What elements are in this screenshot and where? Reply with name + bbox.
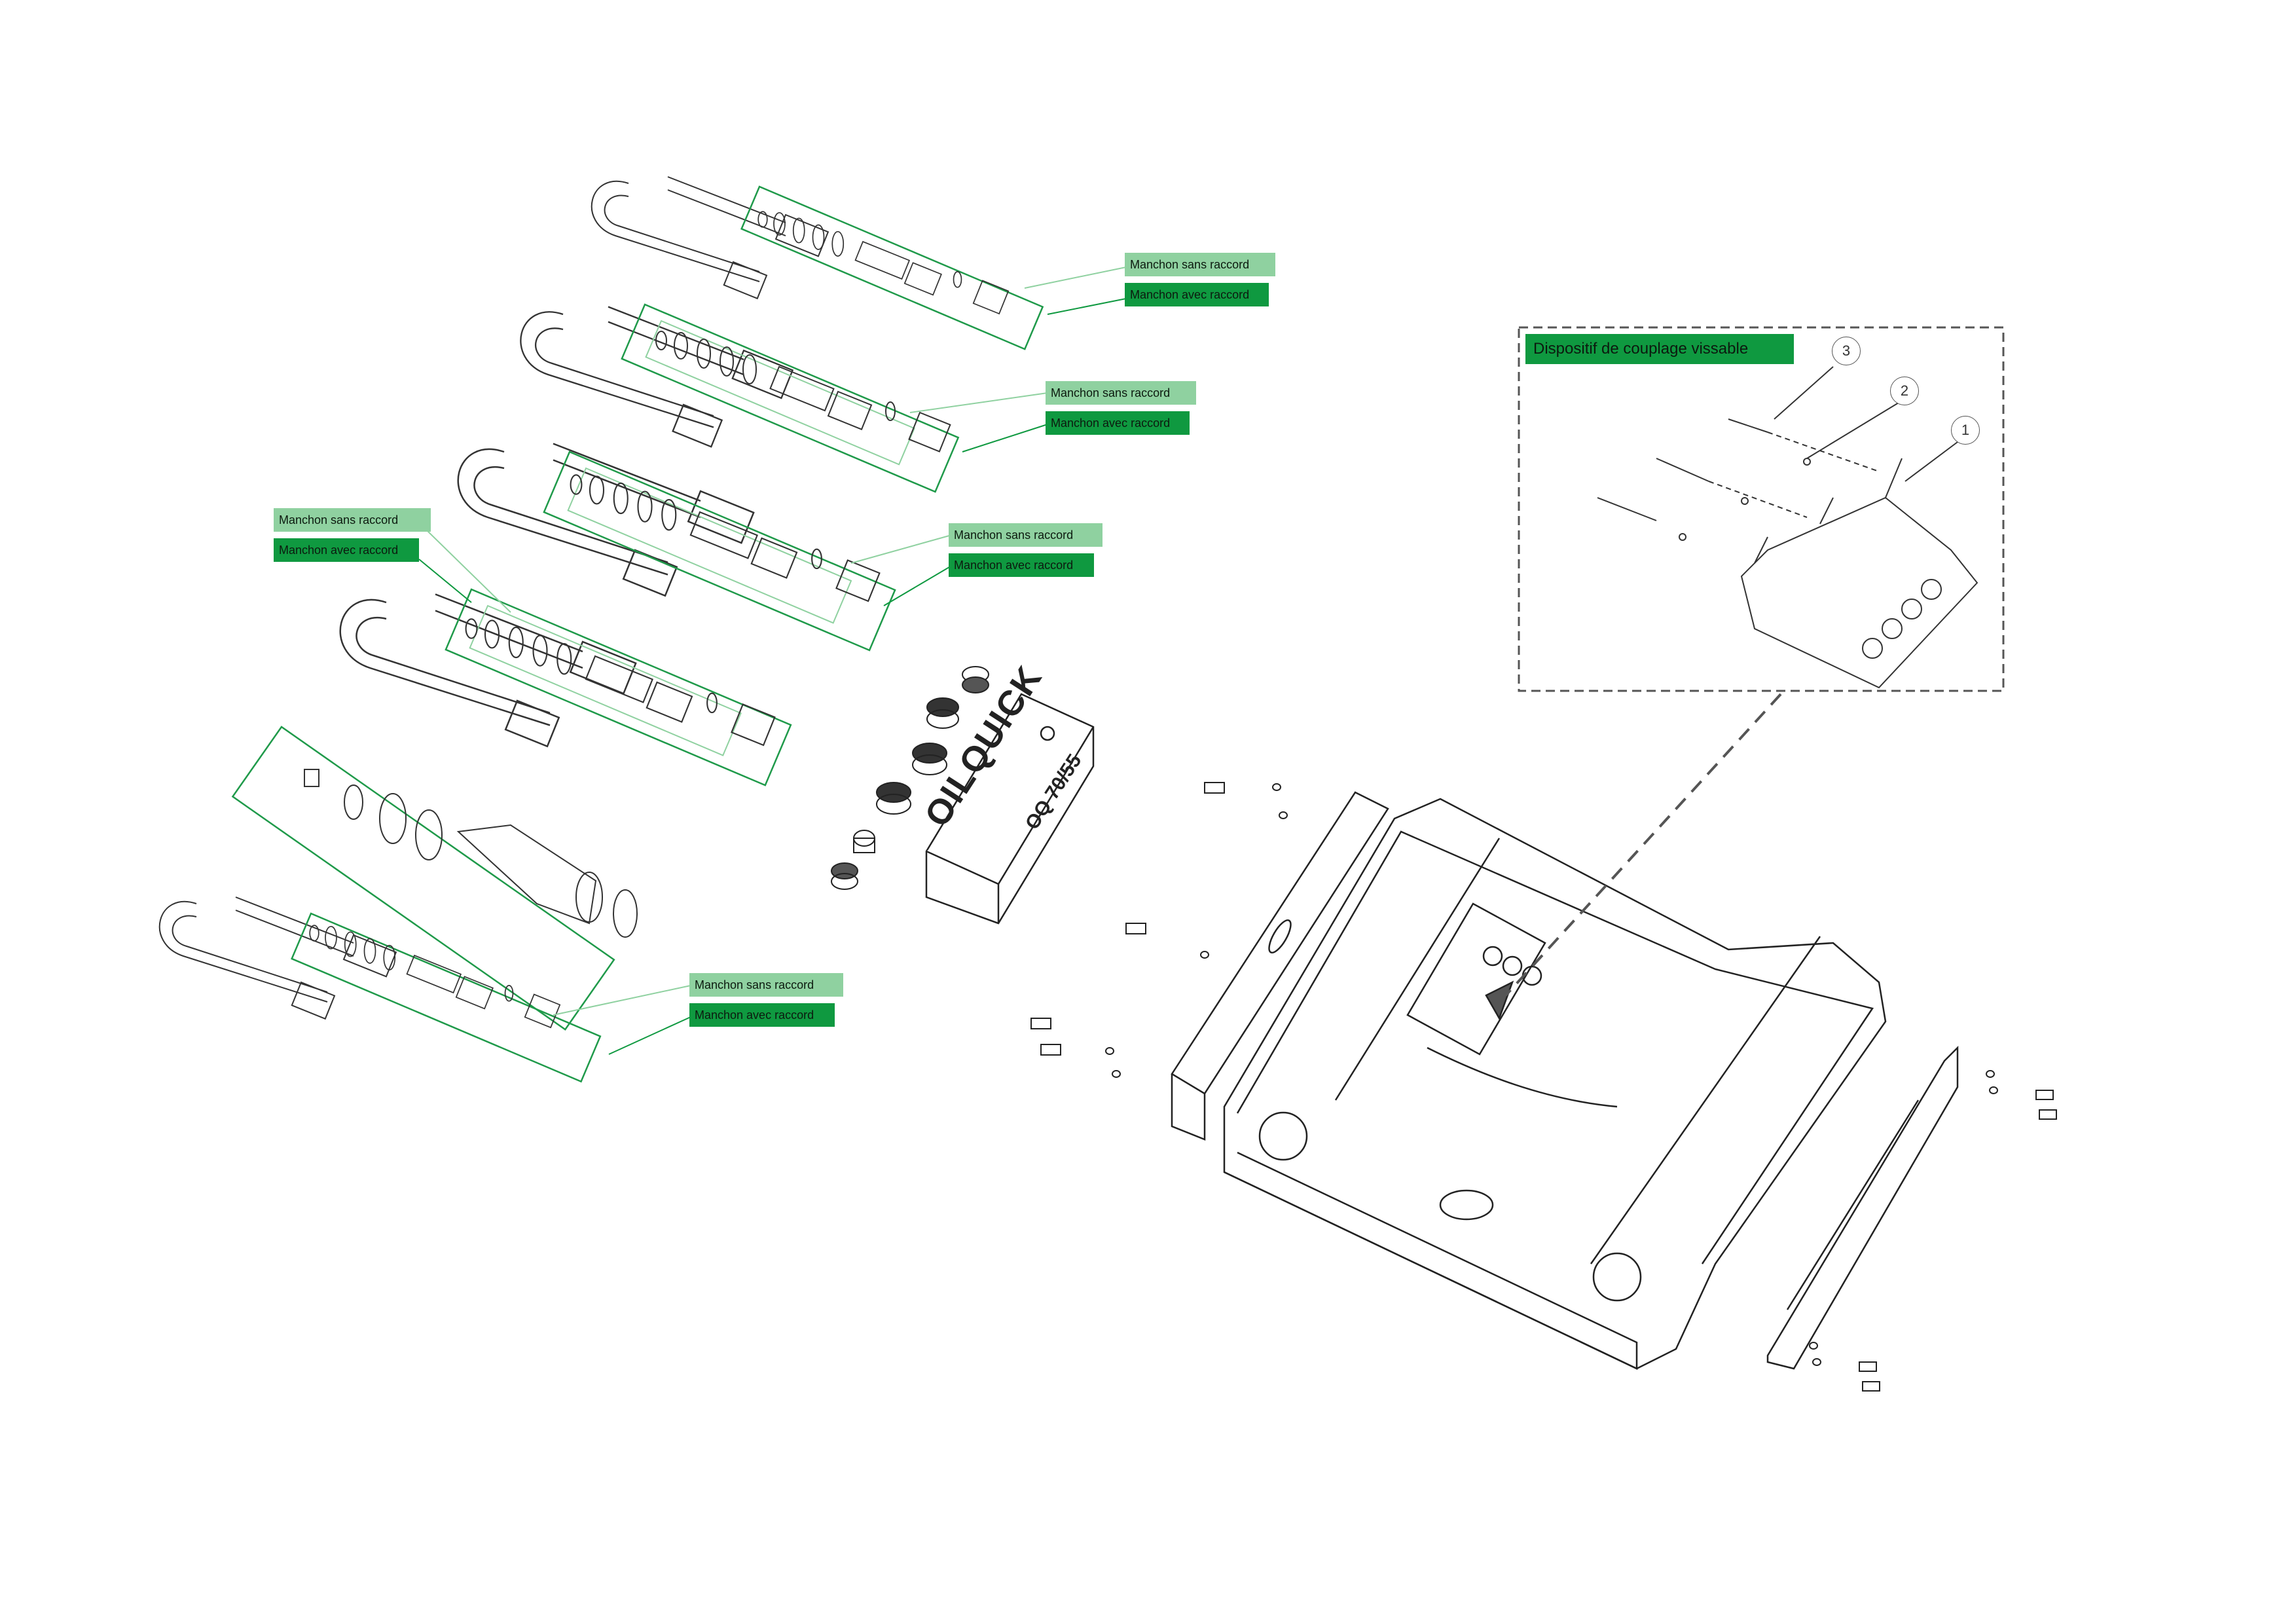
label-sleeve-with-fitting-3[interactable]: Manchon avec raccord <box>949 553 1094 577</box>
hose-assembly-2 <box>520 303 1048 493</box>
loose-screws <box>1030 782 2057 1392</box>
callout-2: 2 <box>1890 377 1919 405</box>
seal-kit <box>231 726 638 1031</box>
coupling-nipples <box>831 666 989 890</box>
label-sleeve-without-fitting-3[interactable]: Manchon sans raccord <box>949 523 1102 547</box>
label-sleeve-without-fitting-5[interactable]: Manchon sans raccord <box>689 973 843 997</box>
callout-1: 1 <box>1951 416 1980 445</box>
coupler-block <box>925 693 1095 925</box>
label-sleeve-with-fitting-2[interactable]: Manchon avec raccord <box>1046 411 1190 435</box>
label-sleeve-with-fitting-1[interactable]: Manchon avec raccord <box>1125 283 1269 306</box>
detail-view-title: Dispositif de couplage vissable <box>1525 334 1794 364</box>
label-sleeve-without-fitting-2[interactable]: Manchon sans raccord <box>1046 381 1196 405</box>
quick-coupler-frame <box>1171 791 1959 1370</box>
callout-3: 3 <box>1832 337 1861 365</box>
hose-assembly-1 <box>591 176 1127 350</box>
label-sleeve-with-fitting-5[interactable]: Manchon avec raccord <box>689 1003 835 1027</box>
label-sleeve-without-fitting-4[interactable]: Manchon sans raccord <box>274 508 431 532</box>
label-sleeve-without-fitting-1[interactable]: Manchon sans raccord <box>1125 253 1275 276</box>
label-sleeve-with-fitting-4[interactable]: Manchon avec raccord <box>274 538 419 562</box>
hose-assembly-3 <box>457 443 950 652</box>
detail-view <box>1504 326 2005 997</box>
hose-assembly-5 <box>158 896 691 1083</box>
hose-assembly-4 <box>339 528 792 786</box>
